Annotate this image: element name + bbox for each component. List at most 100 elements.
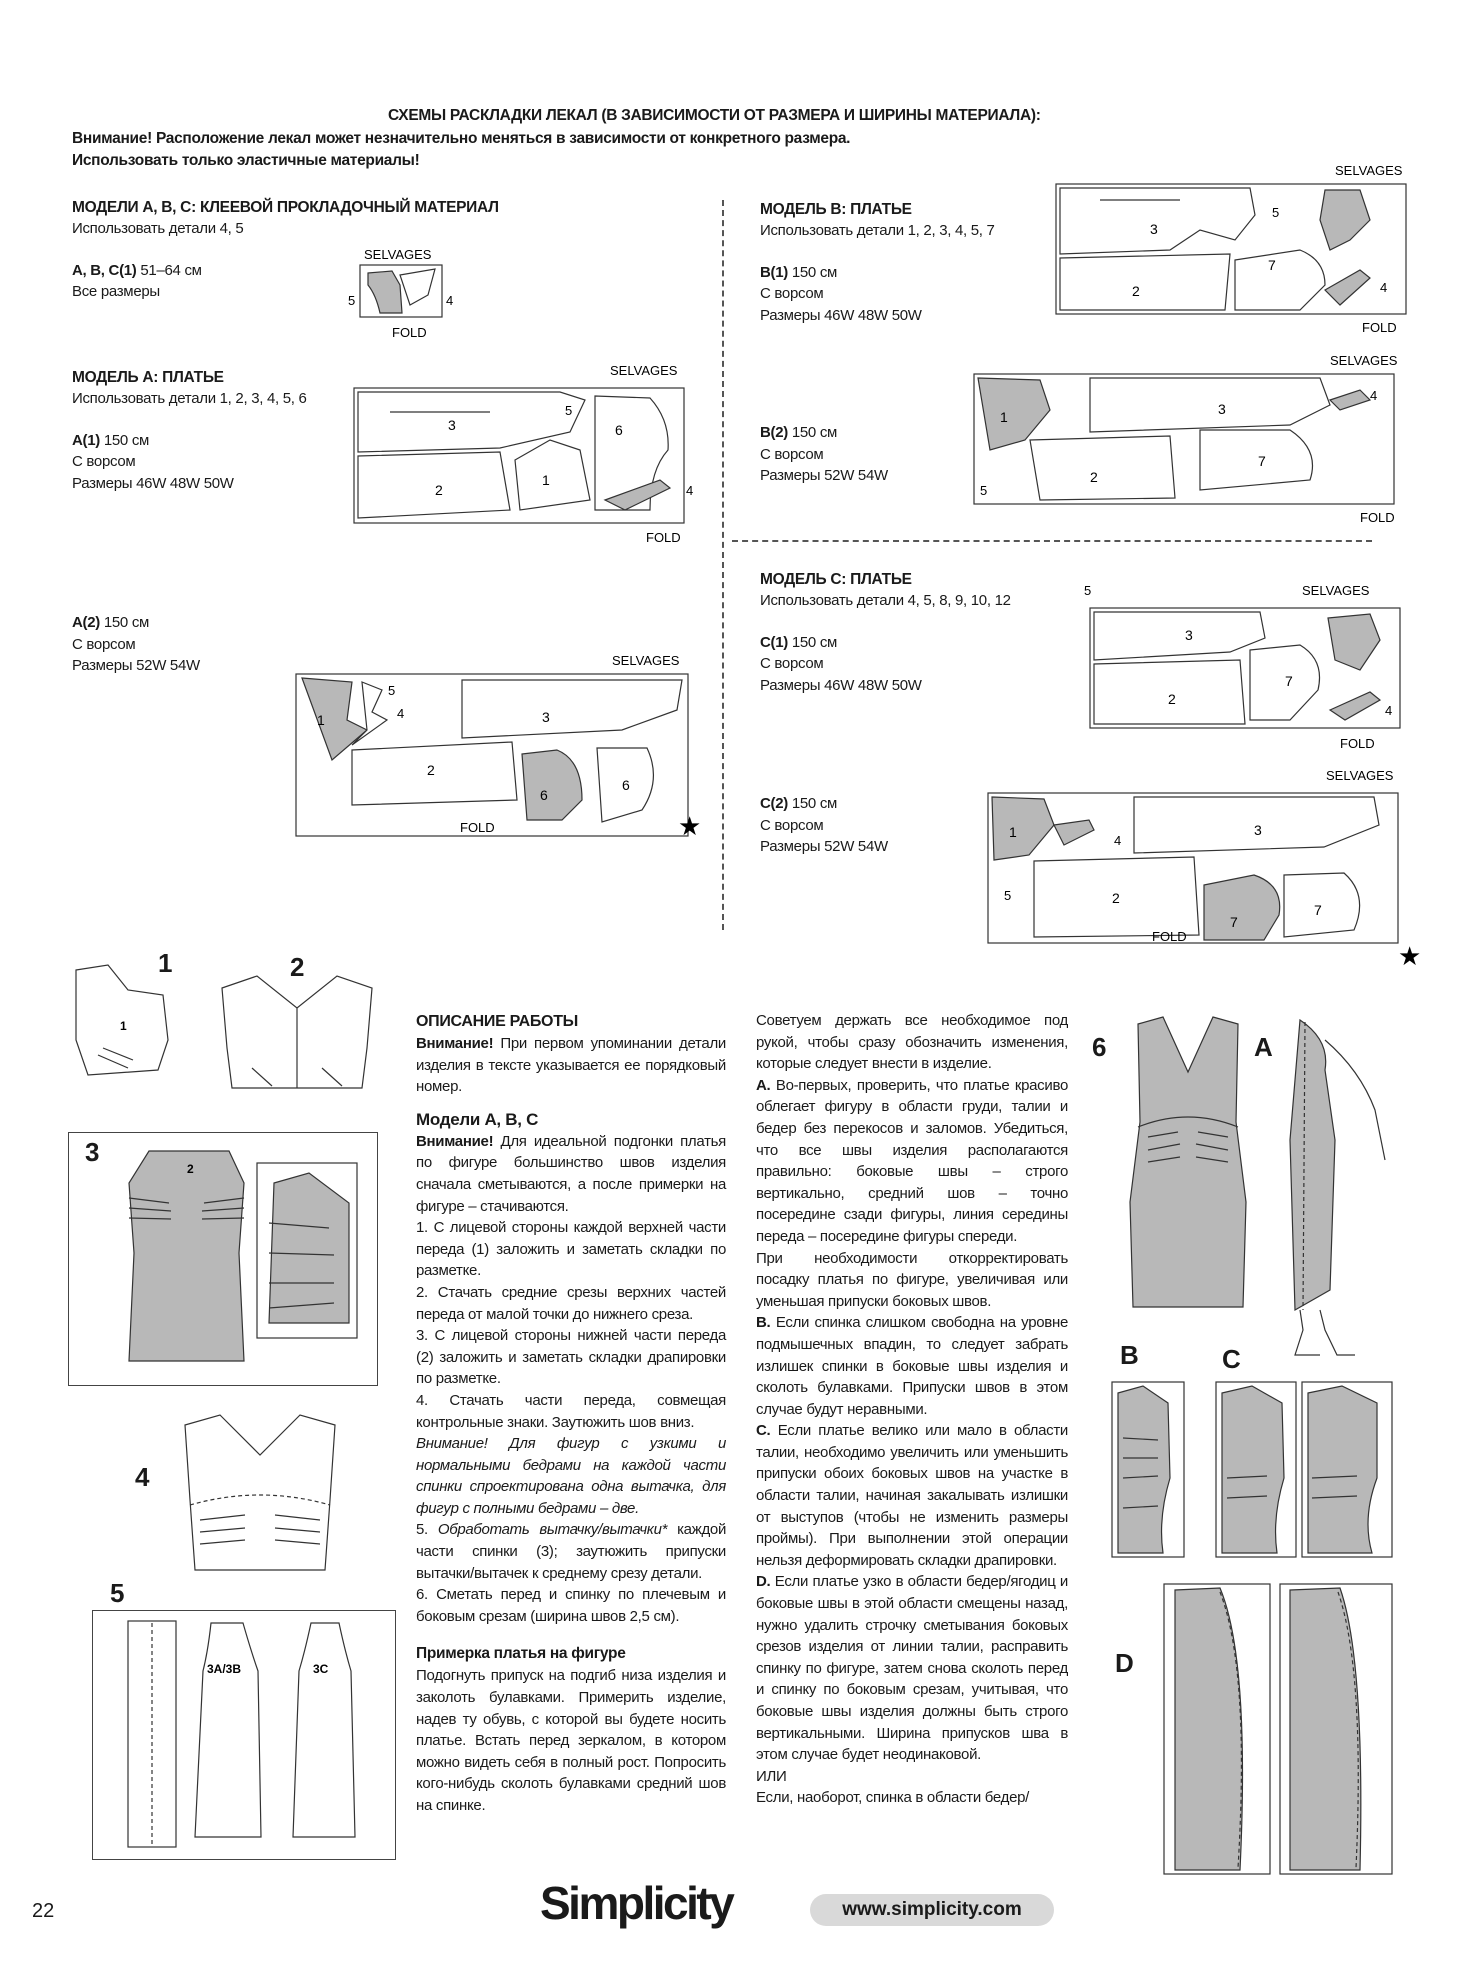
layout-b2-width: 150 см <box>788 424 837 441</box>
step-6: 6. Сметать перед и спинку по плечевым и … <box>416 1584 726 1627</box>
layout-c1-nap: С ворсом <box>760 653 1080 675</box>
svg-text:4: 4 <box>1114 833 1121 848</box>
svg-text:5: 5 <box>1084 583 1091 598</box>
last-line: Если, наоборот, спинка в области бедер/ <box>756 1787 1068 1809</box>
svg-text:★: ★ <box>678 811 701 841</box>
layout-c-title: МОДЕЛЬ С: ПЛАТЬЕ <box>760 570 1080 590</box>
warning-line-2: Использовать только эластичные материалы… <box>72 151 419 171</box>
svg-text:SELVAGES: SELVAGES <box>610 363 678 378</box>
attention-bold: Внимание! <box>416 1133 493 1150</box>
point-d-bold: D. <box>756 1573 770 1590</box>
brand-logo: Simplicity <box>540 1876 732 1930</box>
step-5-italic: Обработать вытачку/вытачки* <box>438 1521 667 1538</box>
layout-c2-width: 150 см <box>788 795 837 812</box>
svg-text:7: 7 <box>1314 902 1322 918</box>
instructions-title: ОПИСАНИЕ РАБОТЫ <box>416 1010 726 1033</box>
layout-c2-code: С(2) <box>760 795 788 812</box>
svg-text:7: 7 <box>1230 914 1238 930</box>
figure-number-6: 6 <box>1092 1032 1106 1063</box>
svg-text:2: 2 <box>1112 890 1120 906</box>
svg-text:SELVAGES: SELVAGES <box>1335 163 1403 178</box>
svg-text:★: ★ <box>1398 941 1421 971</box>
layout-a1-width: 150 см <box>100 432 149 449</box>
figure-4-front-assembled <box>175 1410 345 1580</box>
svg-text:FOLD: FOLD <box>1360 510 1395 525</box>
svg-text:FOLD: FOLD <box>1340 736 1375 751</box>
svg-text:3: 3 <box>1185 627 1193 643</box>
figure-2-front-joined <box>212 968 382 1103</box>
layout-abc-sizes: Все размеры <box>72 281 532 303</box>
selvages-label: SELVAGES <box>364 247 432 262</box>
figure-c-waist <box>1212 1378 1402 1563</box>
svg-text:7: 7 <box>1285 673 1293 689</box>
svg-text:SELVAGES: SELVAGES <box>1330 353 1398 368</box>
layout-a1-sizes: Размеры 46W 48W 50W <box>72 473 372 495</box>
svg-text:2: 2 <box>1090 469 1098 485</box>
layout-c1-code: С(1) <box>760 634 788 651</box>
svg-text:2: 2 <box>1132 283 1140 299</box>
figure-number-5: 5 <box>110 1578 124 1609</box>
fitting-text: Подогнуть припуск на подгиб низа изделия… <box>416 1665 726 1816</box>
step-4: 4. Стачать части переда, совмещая контро… <box>416 1390 726 1433</box>
svg-text:SELVAGES: SELVAGES <box>1302 583 1370 598</box>
svg-text:6: 6 <box>615 422 623 438</box>
point-c-bold: С. <box>756 1422 770 1439</box>
layout-abc-title: МОДЕЛИ А, В, С: КЛЕЕВОЙ ПРОКЛАДОЧНЫЙ МАТ… <box>72 198 532 218</box>
point-b-text: Если спинка слишком свободна на уровне п… <box>756 1314 1068 1417</box>
svg-text:5: 5 <box>388 683 395 698</box>
layout-a-use: Использовать детали 1, 2, 3, 4, 5, 6 <box>72 388 372 410</box>
svg-text:7: 7 <box>1258 453 1266 469</box>
svg-text:1: 1 <box>1009 824 1017 840</box>
layout-b-use: Использовать детали 1, 2, 3, 4, 5, 7 <box>760 220 1060 242</box>
point-a-text: Во-первых, проверить, что платье красиво… <box>756 1077 1068 1245</box>
layout-a1-nap: С ворсом <box>72 451 372 473</box>
website-link[interactable]: www.simplicity.com <box>810 1894 1054 1926</box>
layout-abc-code: А, В, С(1) <box>72 262 137 279</box>
pattern-3a3b-label: 3A/3B <box>207 1662 241 1676</box>
svg-text:7: 7 <box>1268 257 1276 273</box>
layout-a1-code: А(1) <box>72 432 100 449</box>
figure-number-4: 4 <box>135 1462 149 1493</box>
svg-text:4: 4 <box>1380 280 1387 295</box>
point-c-text: Если платье велико или мало в области та… <box>756 1422 1068 1569</box>
figure-number-c: C <box>1222 1344 1241 1375</box>
svg-text:SELVAGES: SELVAGES <box>1326 768 1394 783</box>
figure-number-b: B <box>1120 1340 1139 1371</box>
figure-a-side-view <box>1275 1010 1405 1365</box>
svg-text:FOLD: FOLD <box>1362 320 1397 335</box>
layout-c1-width: 150 см <box>788 634 837 651</box>
models-heading: Модели А, В, С <box>416 1108 726 1131</box>
layout-c2-sizes: Размеры 52W 54W <box>760 836 1020 858</box>
svg-text:5: 5 <box>1272 205 1279 220</box>
step-5-num: 5. <box>416 1521 438 1538</box>
or-text: ИЛИ <box>756 1766 1068 1788</box>
warning-line-1: Внимание! Расположение лекал может незна… <box>72 129 850 149</box>
layout-b1-nap: С ворсом <box>760 283 1060 305</box>
layout-a2-code: А(2) <box>72 614 100 631</box>
step-1: 1. С лицевой стороны каждой верхней част… <box>416 1217 726 1282</box>
layout-a-title: МОДЕЛЬ А: ПЛАТЬЕ <box>72 368 372 388</box>
layout-diagram-c1: SELVAGES 5 32 74 FOLD <box>1080 580 1420 760</box>
svg-text:5: 5 <box>1004 888 1011 903</box>
svg-text:5: 5 <box>980 483 987 498</box>
figure-number-a: A <box>1254 1032 1273 1063</box>
layout-abc-use: Использовать детали 4, 5 <box>72 218 532 240</box>
figure-3-box: 3 2 <box>68 1132 378 1386</box>
layout-b1-code: В(1) <box>760 264 788 281</box>
layout-b1-width: 150 см <box>788 264 837 281</box>
svg-text:4: 4 <box>686 483 693 498</box>
page-number: 22 <box>32 1900 54 1923</box>
layout-b-title: МОДЕЛЬ В: ПЛАТЬЕ <box>760 200 1060 220</box>
svg-text:2: 2 <box>427 762 435 778</box>
point-a-extra: При необходимости откорректировать посад… <box>756 1248 1068 1313</box>
svg-text:1: 1 <box>1000 409 1008 425</box>
point-a-bold: А. <box>756 1077 770 1094</box>
svg-text:4: 4 <box>1370 388 1377 403</box>
figure-number-3: 3 <box>85 1137 99 1168</box>
layout-c1-sizes: Размеры 46W 48W 50W <box>760 675 1080 697</box>
svg-text:FOLD: FOLD <box>1152 929 1187 944</box>
svg-text:4: 4 <box>397 706 404 721</box>
svg-text:6: 6 <box>622 777 630 793</box>
layout-c: МОДЕЛЬ С: ПЛАТЬЕ Использовать детали 4, … <box>760 570 1080 696</box>
layout-b1-sizes: Размеры 46W 48W 50W <box>760 305 1060 327</box>
